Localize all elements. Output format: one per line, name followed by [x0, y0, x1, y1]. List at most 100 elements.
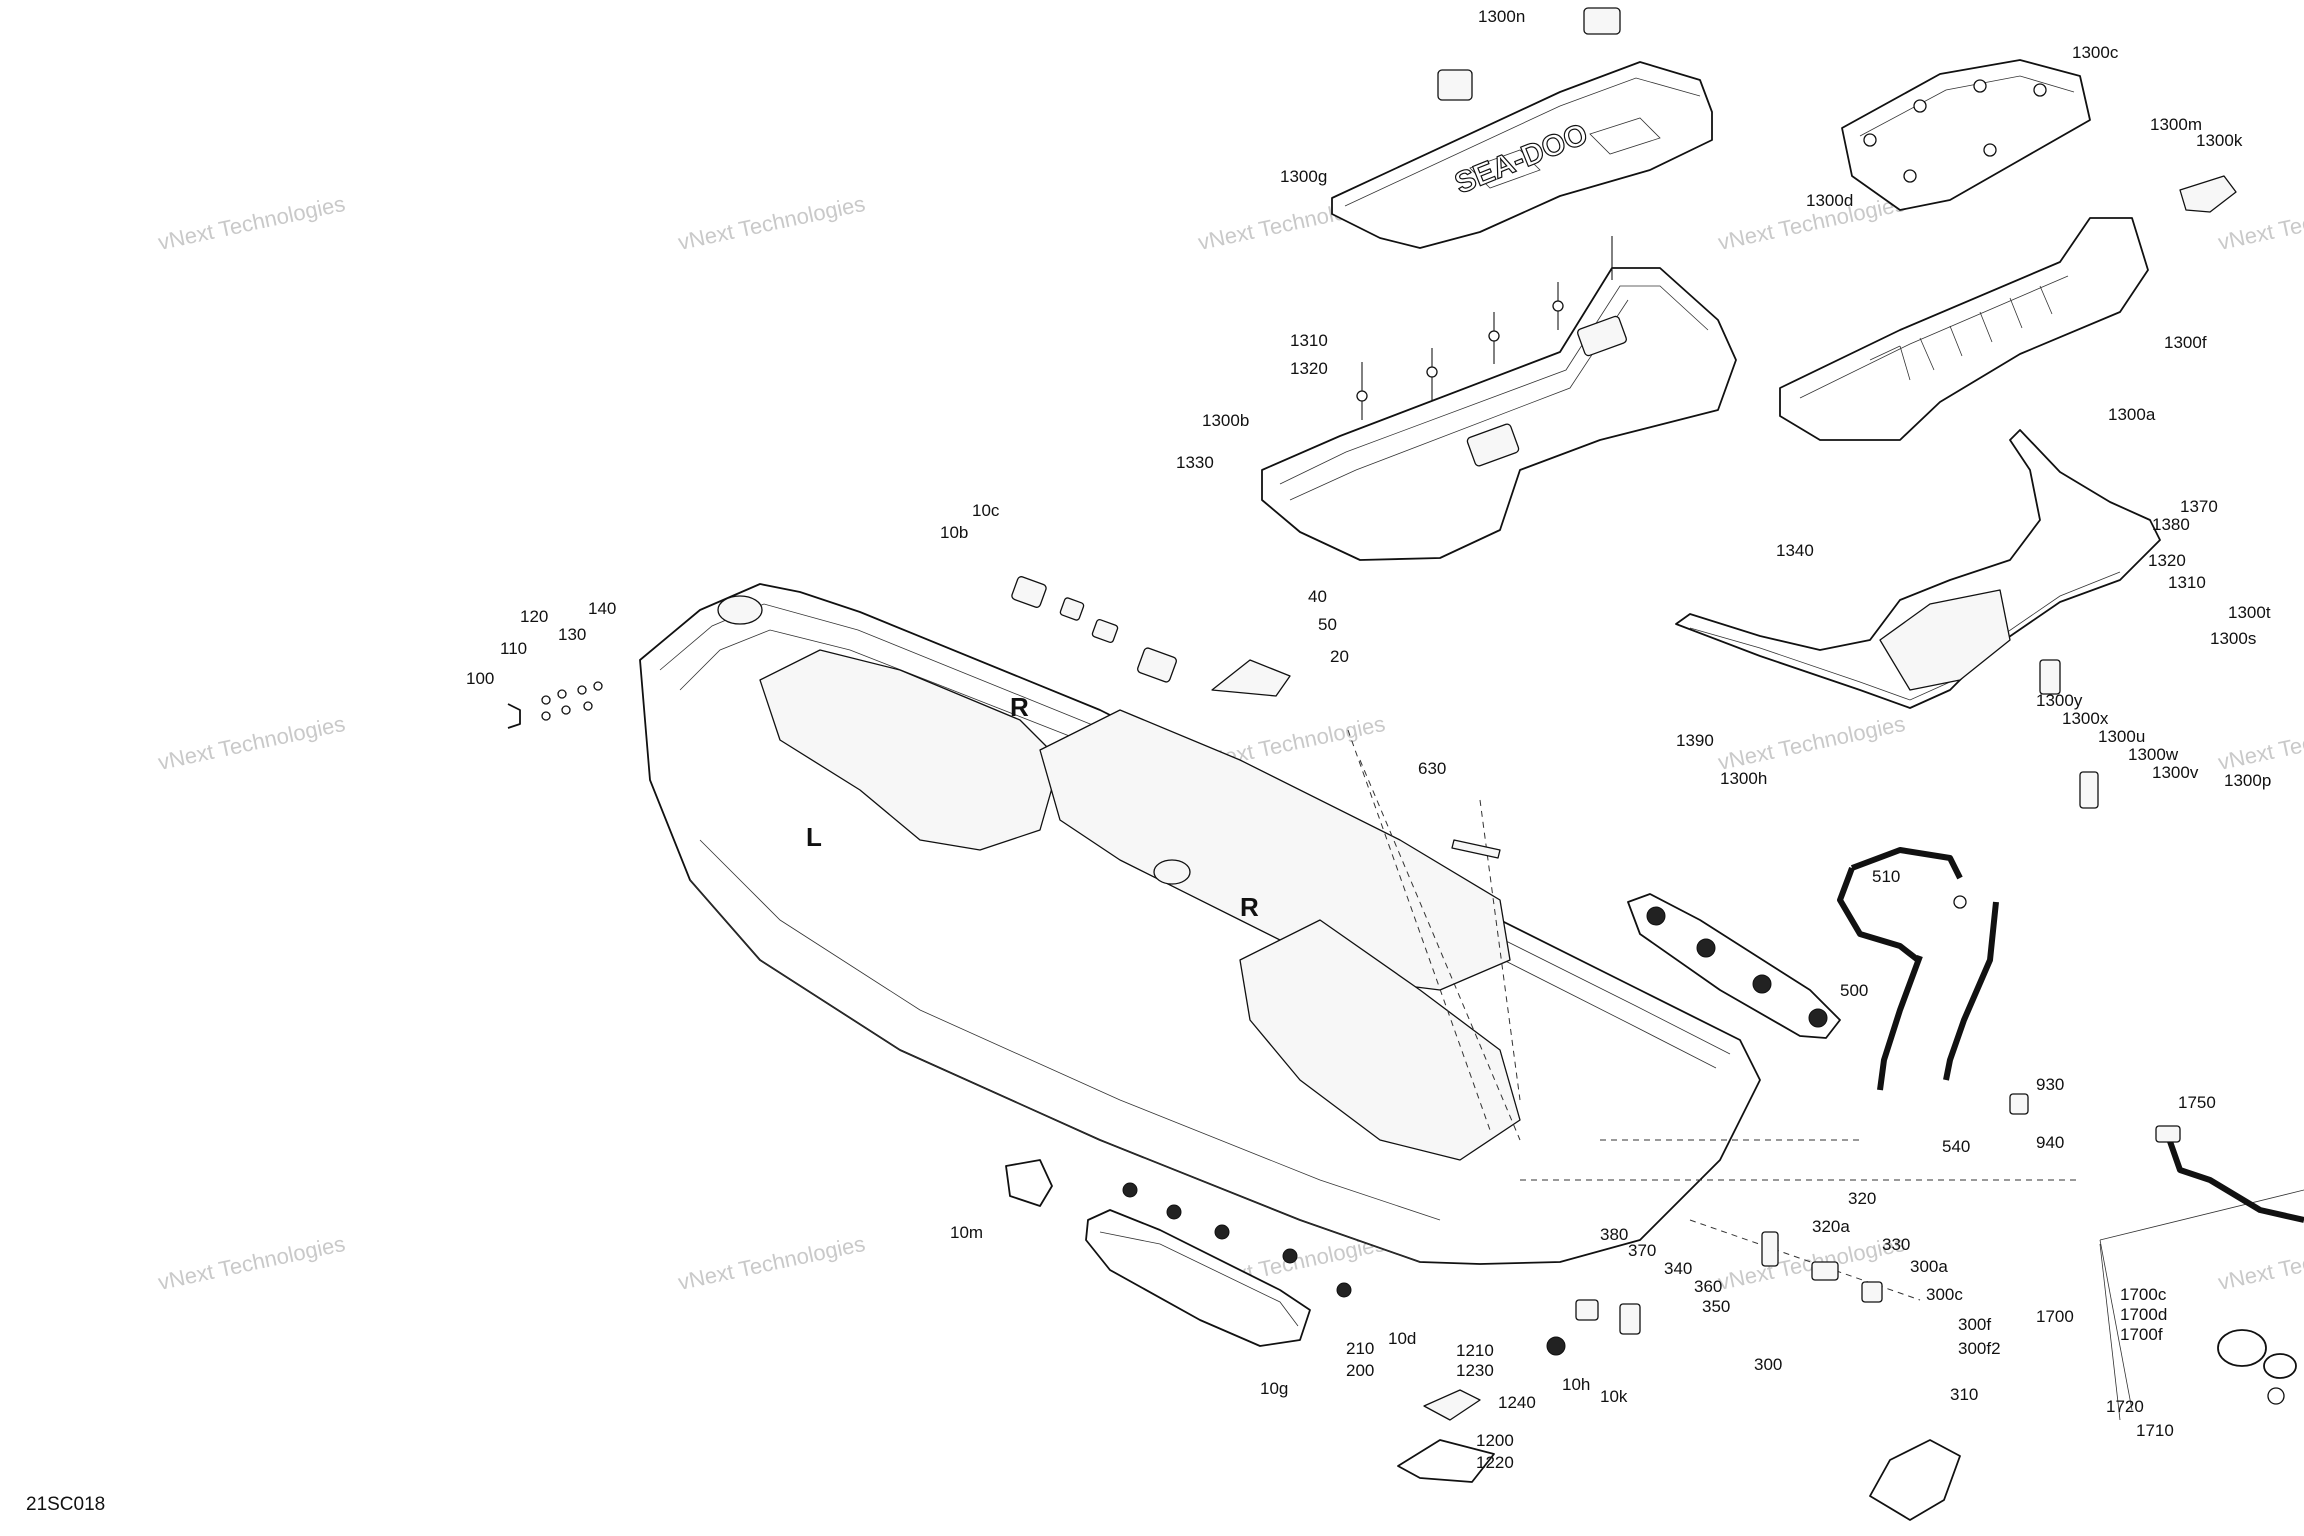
callout-label: 1300y [2036, 691, 2083, 710]
callout-label: 300a [1910, 1257, 1948, 1276]
callout-label: 1300t [2228, 603, 2271, 622]
callout-label: 200 [1346, 1361, 1374, 1380]
callout-label: 10b [940, 523, 968, 542]
callout-label: 1370 [2180, 497, 2218, 516]
callout-label: 1700d [2120, 1305, 2167, 1324]
watermark-text: vNext Technologies [156, 1231, 347, 1295]
watermark-text: vNext Technologies [2216, 711, 2304, 775]
callout-label: 40 [1308, 587, 1327, 606]
seat-base-part [1261, 267, 1737, 561]
seat-cover-part: SEA-DOO [1331, 61, 1713, 249]
watermark-text: vNext Technologies [676, 191, 867, 255]
callout-label: 100 [466, 669, 494, 688]
callout-label: 10k [1600, 1387, 1628, 1406]
callout-label: 320 [1848, 1189, 1876, 1208]
callout-label: 10d [1388, 1329, 1416, 1348]
callout-label: 1310 [1290, 331, 1328, 350]
watermark-text: vNext Technologies [676, 1231, 867, 1295]
callout-label: 1240 [1498, 1393, 1536, 1412]
callout-label: 1300k [2196, 131, 2243, 150]
callout-label: 300 [1754, 1355, 1782, 1374]
callout-label: 320a [1812, 1217, 1850, 1236]
diagram-code: 21SC018 [26, 1494, 105, 1515]
callout-label: 210 [1346, 1339, 1374, 1358]
callout-label: 1300a [2108, 405, 2156, 424]
callout-label: 300c [1926, 1285, 1963, 1304]
callout-label: 1300p [2224, 771, 2271, 790]
callout-label: 20 [1330, 647, 1349, 666]
grab-handle-frame-part [1675, 429, 2161, 709]
callout-label: 1340 [1776, 541, 1814, 560]
seat-bolts [1356, 236, 1613, 420]
svg-text:L: L [806, 822, 822, 852]
callout-label: 1700c [2120, 1285, 2167, 1304]
callout-label: 1300w [2128, 745, 2179, 764]
callout-label: 10h [1562, 1375, 1590, 1394]
callout-label: 540 [1942, 1137, 1970, 1156]
watermark-text: vNext Technologies [1716, 711, 1907, 775]
callout-label: 940 [2036, 1133, 2064, 1152]
callout-label: 1300v [2152, 763, 2199, 782]
watermark-text: vNext Technologies [156, 191, 347, 255]
callout-label: 1320 [1290, 359, 1328, 378]
callout-label: 130 [558, 625, 586, 644]
callout-label: 1300x [2062, 709, 2109, 728]
callout-label: 1300s [2210, 629, 2256, 648]
callout-label: 10m [950, 1223, 983, 1242]
callout-label: 370 [1628, 1241, 1656, 1260]
callout-label: 50 [1318, 615, 1337, 634]
hull-part: L R R [639, 583, 1761, 1265]
callout-label: 330 [1882, 1235, 1910, 1254]
callout-label: 1300n [1478, 7, 1525, 26]
callout-label: 1700 [2036, 1307, 2074, 1326]
callout-label: 1300u [2098, 727, 2145, 746]
watermark-text: vNext Technologies [2216, 1231, 2304, 1295]
callout-label: 1300c [2072, 43, 2119, 62]
callout-label: 360 [1694, 1277, 1722, 1296]
callout-label: 310 [1950, 1385, 1978, 1404]
watermark-text: vNext Technologies [156, 711, 347, 775]
storage-tray-part [1841, 59, 2091, 211]
callout-label: 1700f [2120, 1325, 2163, 1344]
callout-label: 1720 [2106, 1397, 2144, 1416]
callout-label: 1230 [1456, 1361, 1494, 1380]
sponson-right-part [1627, 893, 1841, 1039]
hose-part [1837, 847, 1999, 1091]
callout-label: 340 [1664, 1259, 1692, 1278]
callout-label: 1220 [1476, 1453, 1514, 1472]
callout-label: 1380 [2152, 515, 2190, 534]
small-hardware [507, 576, 2121, 1521]
callout-label: 300f [1958, 1315, 1991, 1334]
callout-label: 1750 [2178, 1093, 2216, 1112]
callout-label: 1300g [1280, 167, 1327, 186]
callout-label: 350 [1702, 1297, 1730, 1316]
callout-label: 1330 [1176, 453, 1214, 472]
callout-label: 1390 [1676, 731, 1714, 750]
callout-label: 10c [972, 501, 1000, 520]
callout-label: 630 [1418, 759, 1446, 778]
callout-label: 110 [500, 639, 527, 658]
callout-label: 300f2 [1958, 1339, 2001, 1358]
storage-bin-part [1779, 217, 2149, 441]
callout-label: 120 [520, 607, 548, 626]
svg-text:R: R [1240, 892, 1259, 922]
callout-label: 1310 [2168, 573, 2206, 592]
callout-label: 1210 [1456, 1341, 1494, 1360]
callout-label: 380 [1600, 1225, 1628, 1244]
callout-label: 500 [1840, 981, 1868, 1000]
fitting-assembly-part [2099, 1125, 2304, 1411]
callout-label: 1300d [1806, 191, 1853, 210]
callout-label: 930 [2036, 1075, 2064, 1094]
callout-label: 1300m [2150, 115, 2202, 134]
callout-label: 1300f [2164, 333, 2207, 352]
callout-label: 1300b [1202, 411, 1249, 430]
callout-label: 1320 [2148, 551, 2186, 570]
svg-text:R: R [1010, 692, 1029, 722]
callout-label: 510 [1872, 867, 1900, 886]
watermark-text: vNext Technologies [2216, 191, 2304, 255]
callout-label: 1300h [1720, 769, 1767, 788]
callout-label: 1200 [1476, 1431, 1514, 1450]
callout-label: 140 [588, 599, 616, 618]
